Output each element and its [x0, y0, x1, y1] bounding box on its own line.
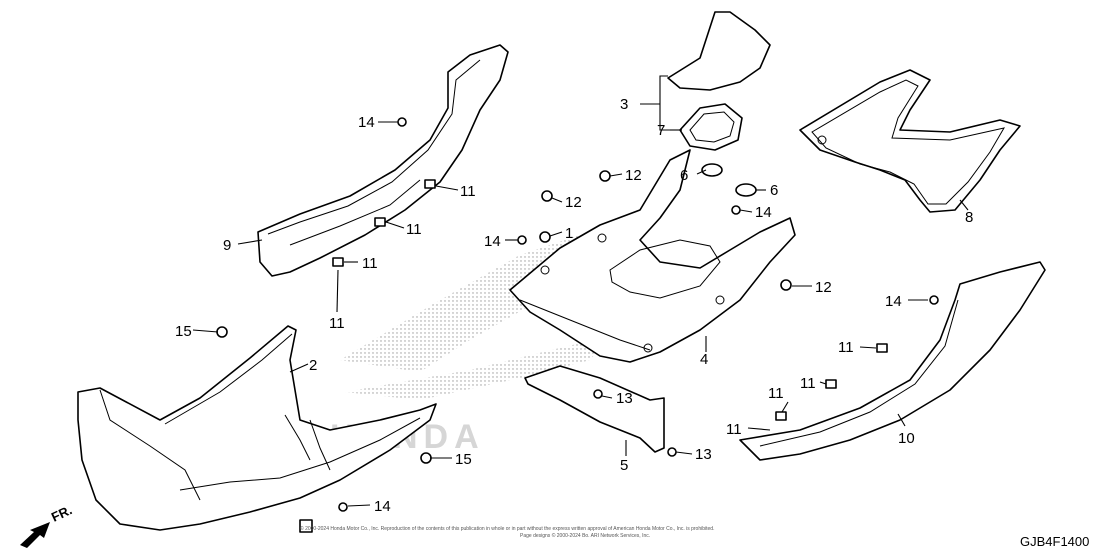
callout-1: 1 [565, 225, 573, 242]
callout-15-a: 15 [175, 323, 192, 340]
callout-5: 5 [620, 457, 628, 474]
callout-11-g: 11 [768, 385, 784, 402]
part-5-lower-bracket [524, 365, 665, 453]
callout-labels: 14 11 11 11 11 9 15 2 15 14 14 1 12 12 3… [175, 96, 973, 515]
callout-12-b: 12 [625, 167, 642, 184]
callout-11-e: 11 [838, 339, 854, 356]
callout-14-b: 14 [374, 498, 391, 515]
copyright-line-2: Page designs © 2000-2024 Bo. ARI Network… [520, 532, 650, 539]
callout-11-b: 11 [406, 221, 422, 238]
callout-12-a: 12 [565, 194, 582, 211]
part-10-right-side-cover [739, 261, 1046, 461]
part-2-front-lower-cover [77, 325, 437, 531]
callout-11-d: 11 [329, 315, 345, 332]
callout-15-b: 15 [455, 451, 472, 468]
callout-7: 7 [657, 122, 665, 139]
callout-9: 9 [223, 237, 231, 254]
leader-lines [192, 75, 969, 507]
part-7-seal [679, 103, 743, 151]
part-8-mat [799, 69, 1021, 213]
callout-2: 2 [309, 357, 317, 374]
callout-11-h: 11 [726, 421, 742, 438]
callout-14-e: 14 [885, 293, 902, 310]
callout-13-b: 13 [695, 446, 712, 463]
callout-6-b: 6 [770, 182, 778, 199]
callout-6-a: 6 [680, 167, 688, 184]
part-6-grommet-b [735, 183, 757, 197]
part-3-lid [667, 11, 771, 91]
front-direction-arrow: FR. [20, 502, 74, 548]
front-label: FR. [49, 502, 74, 524]
callout-3: 3 [620, 96, 628, 113]
callout-11-a: 11 [460, 183, 476, 200]
part-9-left-side-cover [257, 44, 509, 277]
callout-14-a: 14 [358, 114, 375, 131]
callout-8: 8 [965, 209, 973, 226]
callout-10: 10 [898, 430, 915, 447]
callout-4: 4 [700, 351, 708, 368]
callout-13-a: 13 [616, 390, 633, 407]
part-4-floor-step [509, 149, 796, 363]
figure-code: GJB4F1400 [1020, 534, 1089, 549]
callout-14-d: 14 [755, 204, 772, 221]
callout-11-c: 11 [362, 255, 378, 272]
callout-11-f: 11 [800, 375, 816, 392]
copyright-line-1: © 2000-2024 Honda Motor Co., Inc. Reprod… [300, 525, 714, 532]
part-6-grommet-a [701, 163, 723, 177]
callout-14-c: 14 [484, 233, 501, 250]
callout-12-c: 12 [815, 279, 832, 296]
